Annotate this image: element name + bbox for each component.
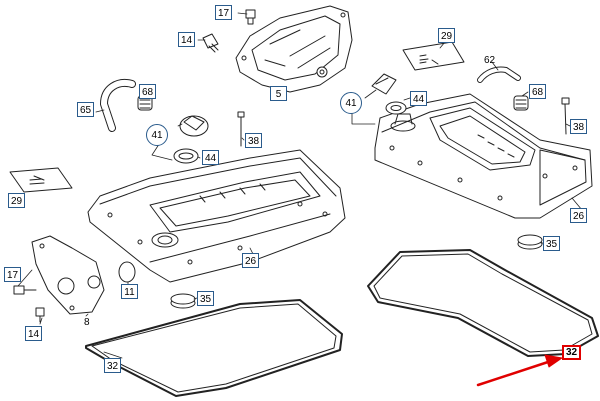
callout-41-left: 41: [146, 124, 168, 146]
callout-41-right: 41: [340, 92, 362, 114]
bolt-14-left: [35, 307, 45, 323]
seal-ring-35-right: [517, 234, 543, 250]
seal-44-left: [173, 148, 199, 164]
callout-29-top: 29: [438, 28, 456, 43]
callout-38-left: 38: [245, 133, 263, 148]
callout-14-left: 14: [25, 326, 43, 341]
callout-26-mid: 26: [242, 253, 260, 268]
seal-44-right-inner: [390, 105, 402, 111]
callout-14-top: 14: [178, 32, 196, 47]
callout-11: 11: [121, 284, 138, 299]
stud-38-left: [237, 111, 245, 147]
callout-32-right-highlighted: 32: [562, 345, 582, 360]
callout-5: 5: [270, 86, 287, 101]
bolt-17-top: [245, 9, 256, 25]
bolt-14-top: [202, 33, 219, 53]
bolt-17-left: [13, 285, 37, 295]
callout-8: 8: [84, 317, 90, 328]
callout-44-left: 44: [202, 150, 220, 165]
seal-ring-35-mid: [170, 293, 196, 309]
callout-17-left: 17: [4, 267, 22, 282]
seal-11: [118, 261, 136, 283]
seal-44-right: [385, 101, 407, 115]
callout-38-right: 38: [570, 119, 588, 134]
stud-38-right: [561, 97, 570, 135]
callout-44-right: 44: [410, 91, 428, 106]
upper-cover-part-5: [235, 5, 353, 93]
label-sticker-29-left: [9, 167, 73, 193]
highlight-arrow: [476, 354, 563, 387]
valve-cover-right: [374, 93, 593, 219]
timing-cover-8: [31, 235, 105, 315]
callout-65: 65: [77, 102, 95, 117]
filler-cap-41-left: [179, 115, 209, 137]
valve-cover-center: [87, 149, 346, 283]
valve-68-left: [137, 95, 153, 111]
callout-32-left: 32: [104, 358, 122, 373]
gasket-32-right: [367, 249, 599, 357]
callout-68-left: 68: [139, 84, 157, 99]
callout-35-mid: 35: [197, 291, 215, 306]
callout-29-left: 29: [8, 193, 26, 208]
callout-26-right: 26: [570, 208, 588, 223]
callout-35-right: 35: [543, 236, 561, 251]
valve-68-right: [513, 95, 529, 111]
label-sticker-29-top: [402, 41, 465, 71]
filler-cap-41-right: [371, 73, 397, 95]
hose-62: [477, 66, 521, 83]
seal-44-left-inner: [178, 152, 194, 160]
callout-17-top: 17: [215, 5, 233, 20]
gasket-32-center: [85, 299, 343, 397]
hose-65: [100, 79, 136, 132]
callout-62: 62: [484, 55, 496, 66]
callout-68-right: 68: [529, 84, 547, 99]
